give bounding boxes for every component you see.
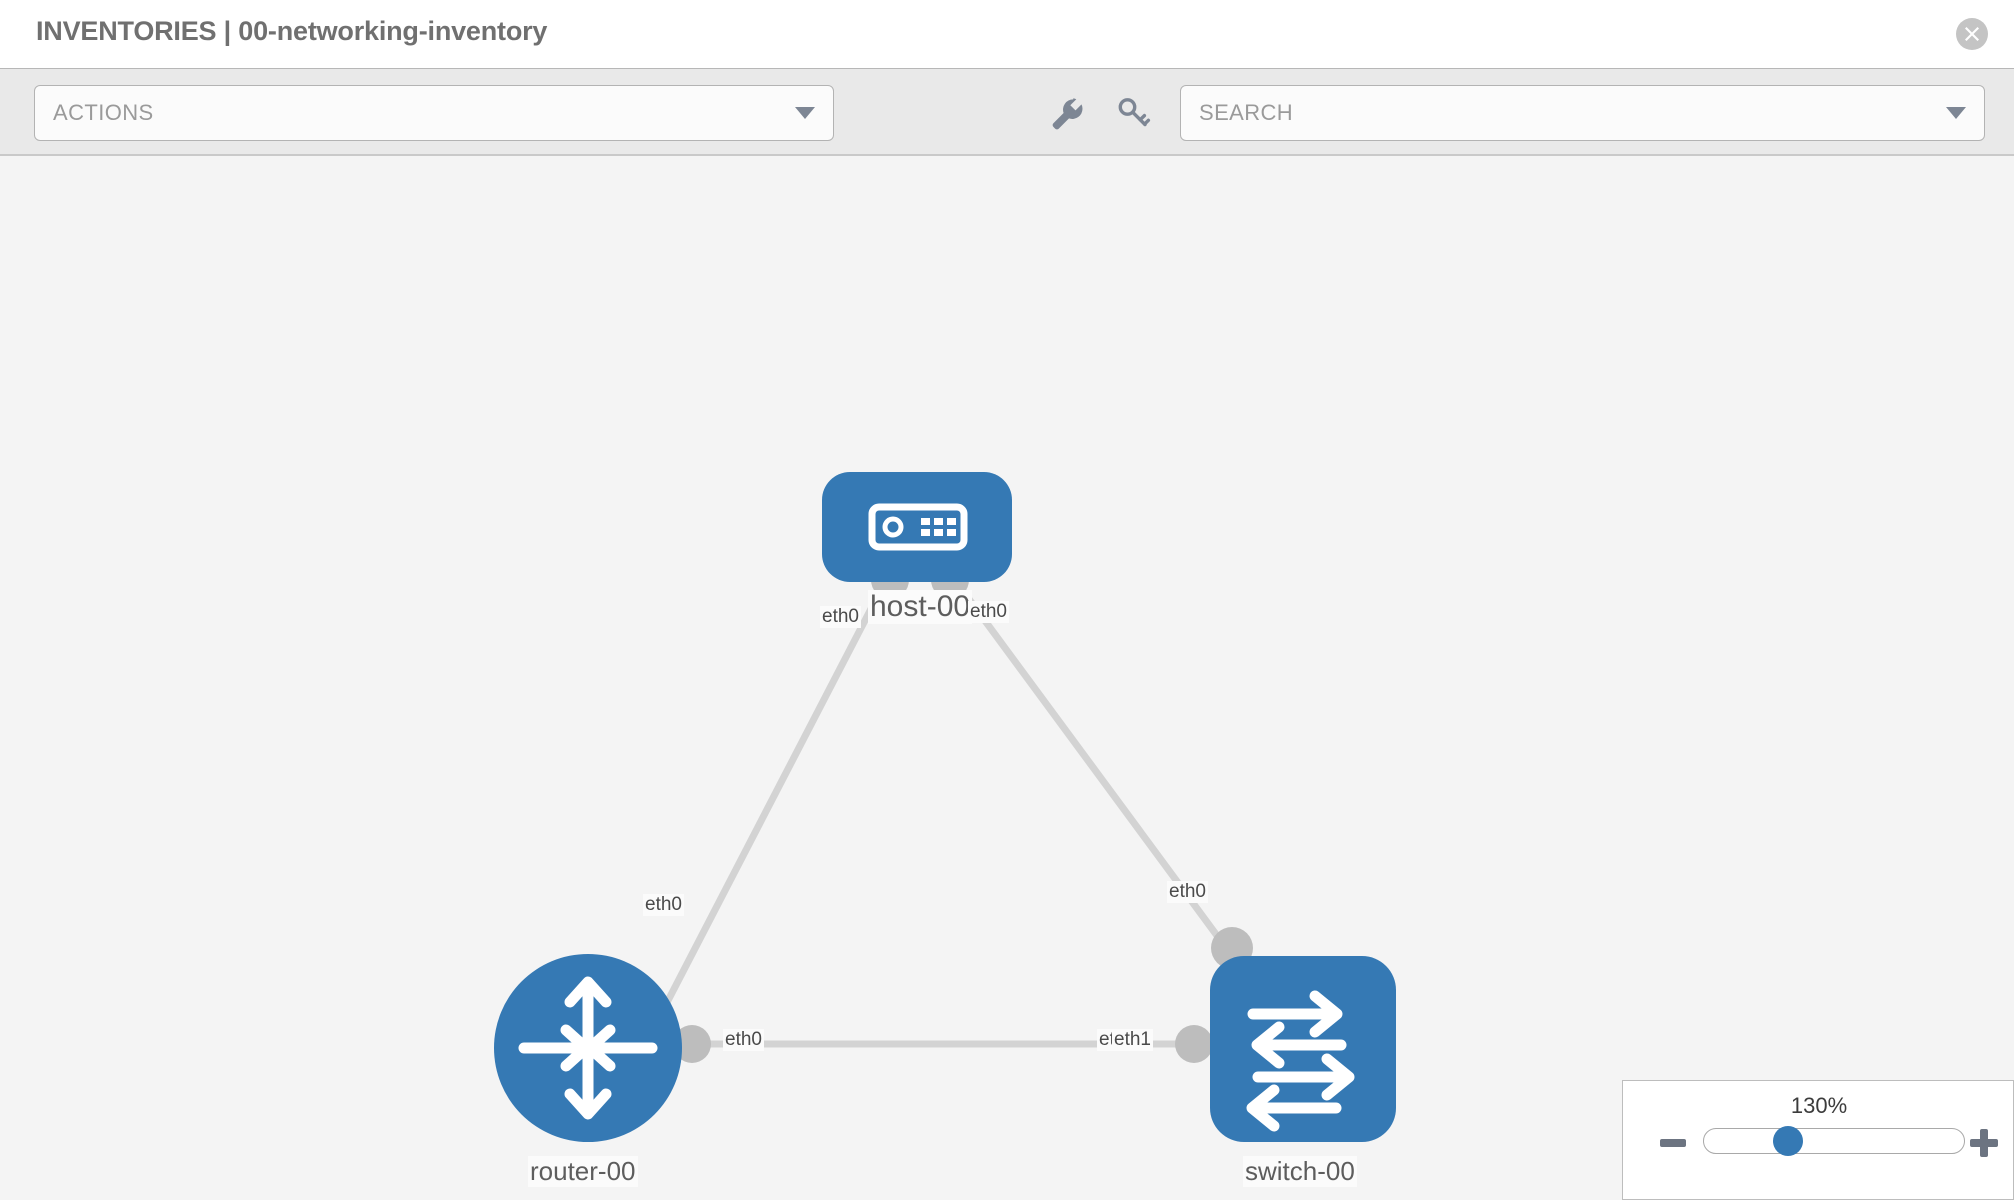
iface-label-router-up: eth0 xyxy=(643,894,684,916)
close-icon[interactable] xyxy=(1956,18,1988,50)
link-host-router xyxy=(656,574,892,1018)
key-icon[interactable] xyxy=(1113,93,1153,133)
chevron-down-icon xyxy=(795,107,815,119)
node-label-switch-00: switch-00 xyxy=(1243,1156,1357,1187)
connector-switch-left xyxy=(1175,1025,1213,1063)
iface-label-switch-left: eth1 xyxy=(1112,1029,1153,1051)
chevron-down-icon[interactable] xyxy=(1946,107,1966,119)
iface-label-router-right: eth0 xyxy=(723,1029,764,1051)
minus-icon[interactable] xyxy=(1660,1139,1686,1147)
topology-canvas[interactable]: host-00 router-00 switch-00 eth0 eth0 et… xyxy=(0,156,2014,1200)
search-placeholder: SEARCH xyxy=(1199,100,1294,125)
switch-arrows-icon xyxy=(1246,990,1355,1132)
node-label-router-00: router-00 xyxy=(528,1156,638,1187)
plus-icon[interactable] xyxy=(1970,1129,1998,1157)
node-label-host-00: host-00 xyxy=(868,590,973,624)
zoom-slider-thumb[interactable] xyxy=(1773,1126,1803,1156)
search-input[interactable]: SEARCH xyxy=(1180,85,1985,141)
server-icon xyxy=(868,503,968,551)
iface-label-switch-up: eth0 xyxy=(1167,881,1208,903)
connector-router-right xyxy=(673,1025,711,1063)
node-router-00 xyxy=(494,954,682,1142)
page-title: INVENTORIES | 00-networking-inventory xyxy=(36,16,548,46)
topology-links xyxy=(656,573,1235,1048)
zoom-slider[interactable] xyxy=(1703,1128,1965,1154)
window-header: INVENTORIES | 00-networking-inventory xyxy=(0,0,2014,68)
node-host-00 xyxy=(822,472,1012,582)
actions-dropdown-label: ACTIONS xyxy=(53,100,154,125)
iface-label-host-left: eth0 xyxy=(820,606,861,628)
zoom-control-panel: 130% xyxy=(1622,1080,2014,1200)
toolbar: ACTIONS SEARCH xyxy=(0,68,2014,156)
actions-dropdown[interactable]: ACTIONS xyxy=(34,85,834,141)
router-arrows-icon xyxy=(518,976,658,1120)
node-switch-00 xyxy=(1210,956,1396,1142)
wrench-icon[interactable] xyxy=(1046,93,1086,133)
zoom-percent-label: 130% xyxy=(1790,1093,1848,1118)
topology-connectors xyxy=(673,561,1253,1063)
iface-label-host-right: eth0 xyxy=(968,601,1009,623)
